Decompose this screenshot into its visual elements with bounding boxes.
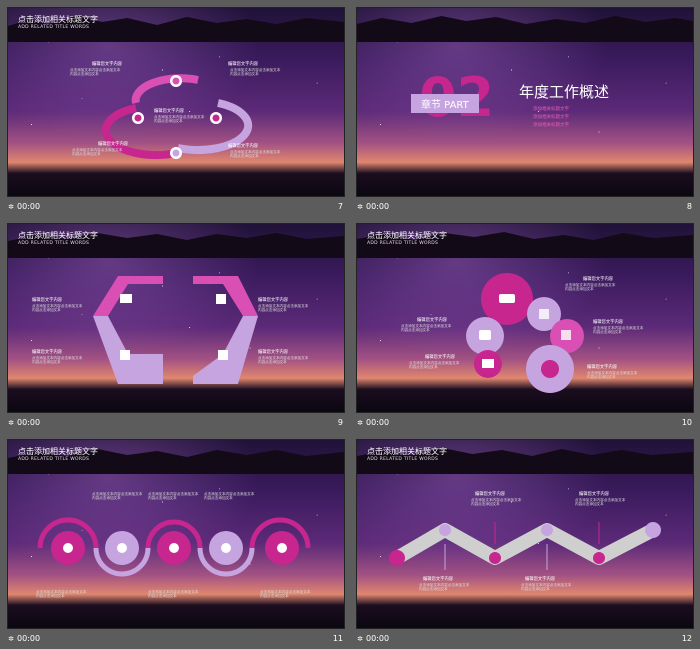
slide-canvas: 点击添加相关标题文字 ADD RELATED TITLE WORDS 编辑您文字… xyxy=(7,7,345,197)
body-text: 点击添加文本内容点击添加文本内容点击添加文本 xyxy=(419,583,470,592)
slide-time: 00:00 xyxy=(17,634,41,643)
slide-subtitle: ADD RELATED TITLE WORDS xyxy=(367,241,439,246)
body-text: 点击添加文本内容点击添加文本内容点击添加文本 xyxy=(148,492,199,501)
body-text: 点击添加文本内容点击添加文本内容点击添加文本 xyxy=(36,590,87,599)
slide-number: 7 xyxy=(337,202,343,211)
body-text: 点击添加文本内容点击添加文本内容点击添加文本 xyxy=(230,68,281,77)
label: 编辑您文字内容 xyxy=(579,492,610,497)
label: 编辑您文字内容 xyxy=(425,355,456,360)
body-text: 点击添加文本内容点击添加文本内容点击添加文本 xyxy=(230,150,281,159)
body-text: 点击添加文本内容点击添加文本内容点击添加文本 xyxy=(575,498,626,507)
slide-title: 点击添加相关标题文字 xyxy=(18,447,98,456)
wave-diagram xyxy=(37,517,311,577)
slide-thumbnail-7[interactable]: 点击添加相关标题文字 ADD RELATED TITLE WORDS 编辑您文字… xyxy=(7,7,345,217)
chapter-title: 年度工作概述 xyxy=(519,83,610,101)
slide-transition-icon: ✲ xyxy=(8,419,14,427)
label: 编辑您文字内容 xyxy=(258,350,289,355)
body-text: 点击添加文本内容点击添加文本内容点击添加文本 xyxy=(32,356,83,365)
slide-transition-icon: ✲ xyxy=(357,203,363,211)
label: 编辑您文字内容 xyxy=(475,492,506,497)
label: 编辑您文字内容 xyxy=(228,62,259,67)
slide-transition-icon: ✲ xyxy=(357,635,363,643)
label: 编辑您文字内容 xyxy=(583,277,614,282)
body-text: 点击添加文本内容点击添加文本内容点击添加文本 xyxy=(258,304,309,313)
label: 编辑您文字内容 xyxy=(98,142,129,147)
slide-title: 点击添加相关标题文字 xyxy=(367,447,447,456)
label: 编辑您文字内容 xyxy=(423,577,454,582)
body-text: 点击添加文本内容点击添加文本内容点击添加文本 xyxy=(565,283,616,292)
slide-thumbnail-9[interactable]: 点击添加相关标题文字 ADD RELATED TITLE WORDS 编辑您文字… xyxy=(7,223,345,433)
slide-footer: ✲00:00 10 xyxy=(356,415,694,431)
label: 编辑您文字内容 xyxy=(154,109,185,114)
body-text: 点击添加文本内容点击添加文本内容点击添加文本 xyxy=(72,148,123,157)
zigzag-diagram xyxy=(389,522,661,570)
hexagon-diagram xyxy=(93,276,258,384)
slide-number: 11 xyxy=(332,634,343,643)
chapter-bullet: 添加相关标题文字 xyxy=(533,115,569,120)
slide-canvas: 02 章节 PART 年度工作概述 添加相关标题文字 添加相关标题文字 添加相关… xyxy=(356,7,694,197)
slide-transition-icon: ✲ xyxy=(8,635,14,643)
body-text: 点击添加文本内容点击添加文本内容点击添加文本 xyxy=(92,492,143,501)
slide-number: 10 xyxy=(681,418,692,427)
slide-time: 00:00 xyxy=(366,634,390,643)
slide-subtitle: ADD RELATED TITLE WORDS xyxy=(18,457,90,462)
slide-subtitle: ADD RELATED TITLE WORDS xyxy=(18,241,90,246)
slide-number: 9 xyxy=(337,418,343,427)
chapter-label: 章节 PART xyxy=(411,94,479,113)
slide-subtitle: ADD RELATED TITLE WORDS xyxy=(18,25,90,30)
slide-thumbnail-10[interactable]: 点击添加相关标题文字 ADD RELATED TITLE WORDS 编辑您文字… xyxy=(356,223,694,433)
label: 编辑您文字内容 xyxy=(258,298,289,303)
slide-transition-icon: ✲ xyxy=(8,203,14,211)
slide-subtitle: ADD RELATED TITLE WORDS xyxy=(367,457,439,462)
label: 编辑您文字内容 xyxy=(92,62,123,67)
label: 编辑您文字内容 xyxy=(228,144,259,149)
body-text: 点击添加文本内容点击添加文本内容点击添加文本 xyxy=(401,324,452,333)
slide-canvas: 点击添加相关标题文字 ADD RELATED TITLE WORDS 编辑您文字… xyxy=(7,223,345,413)
slide-title: 点击添加相关标题文字 xyxy=(18,231,98,240)
slide-footer: ✲00:00 9 xyxy=(7,415,345,431)
body-text: 点击添加文本内容点击添加文本内容点击添加文本 xyxy=(204,492,255,501)
body-text: 点击添加文本内容点击添加文本内容点击添加文本 xyxy=(587,371,638,380)
slide-time: 00:00 xyxy=(17,202,41,211)
slide-footer: ✲00:00 7 xyxy=(7,199,345,215)
label: 编辑您文字内容 xyxy=(525,577,556,582)
body-text: 点击添加文本内容点击添加文本内容点击添加文本 xyxy=(471,498,522,507)
slide-time: 00:00 xyxy=(366,202,390,211)
slide-title: 点击添加相关标题文字 xyxy=(18,15,98,24)
slide-number: 12 xyxy=(681,634,692,643)
body-text: 点击添加文本内容点击添加文本内容点击添加文本 xyxy=(258,356,309,365)
bubble-diagram xyxy=(466,273,584,393)
body-text: 点击添加文本内容点击添加文本内容点击添加文本 xyxy=(154,115,205,124)
body-text: 点击添加文本内容点击添加文本内容点击添加文本 xyxy=(409,361,460,370)
slide-canvas: 点击添加相关标题文字 ADD RELATED TITLE WORDS 点击添加文… xyxy=(7,439,345,629)
label: 编辑您文字内容 xyxy=(417,318,448,323)
body-text: 点击添加文本内容点击添加文本内容点击添加文本 xyxy=(521,583,572,592)
body-text: 点击添加文本内容点击添加文本内容点击添加文本 xyxy=(32,304,83,313)
body-text: 点击添加文本内容点击添加文本内容点击添加文本 xyxy=(70,68,121,77)
label: 编辑您文字内容 xyxy=(587,365,618,370)
slide-footer: ✲00:00 11 xyxy=(7,631,345,647)
body-text: 点击添加文本内容点击添加文本内容点击添加文本 xyxy=(148,590,199,599)
label: 编辑您文字内容 xyxy=(593,320,624,325)
body-text: 点击添加文本内容点击添加文本内容点击添加文本 xyxy=(593,326,644,335)
chapter-bullet: 添加相关标题文字 xyxy=(533,107,569,112)
chapter-bullet: 添加相关标题文字 xyxy=(533,123,569,128)
slide-footer: ✲00:00 12 xyxy=(356,631,694,647)
slide-thumbnail-11[interactable]: 点击添加相关标题文字 ADD RELATED TITLE WORDS 点击添加文… xyxy=(7,439,345,649)
slide-transition-icon: ✲ xyxy=(357,419,363,427)
slide-footer: ✲00:00 8 xyxy=(356,199,694,215)
label: 编辑您文字内容 xyxy=(32,350,63,355)
cycle-diagram xyxy=(101,74,253,159)
slide-canvas: 点击添加相关标题文字 ADD RELATED TITLE WORDS 编辑您文字… xyxy=(356,223,694,413)
slide-thumbnail-12[interactable]: 点击添加相关标题文字 ADD RELATED TITLE WORDS 编辑您文字… xyxy=(356,439,694,649)
slide-canvas: 点击添加相关标题文字 ADD RELATED TITLE WORDS 编辑您文字… xyxy=(356,439,694,629)
slide-number: 8 xyxy=(686,202,692,211)
slide-time: 00:00 xyxy=(366,418,390,427)
slide-time: 00:00 xyxy=(17,418,41,427)
slide-thumbnail-8[interactable]: 02 章节 PART 年度工作概述 添加相关标题文字 添加相关标题文字 添加相关… xyxy=(356,7,694,217)
label: 编辑您文字内容 xyxy=(32,298,63,303)
slide-title: 点击添加相关标题文字 xyxy=(367,231,447,240)
body-text: 点击添加文本内容点击添加文本内容点击添加文本 xyxy=(260,590,311,599)
